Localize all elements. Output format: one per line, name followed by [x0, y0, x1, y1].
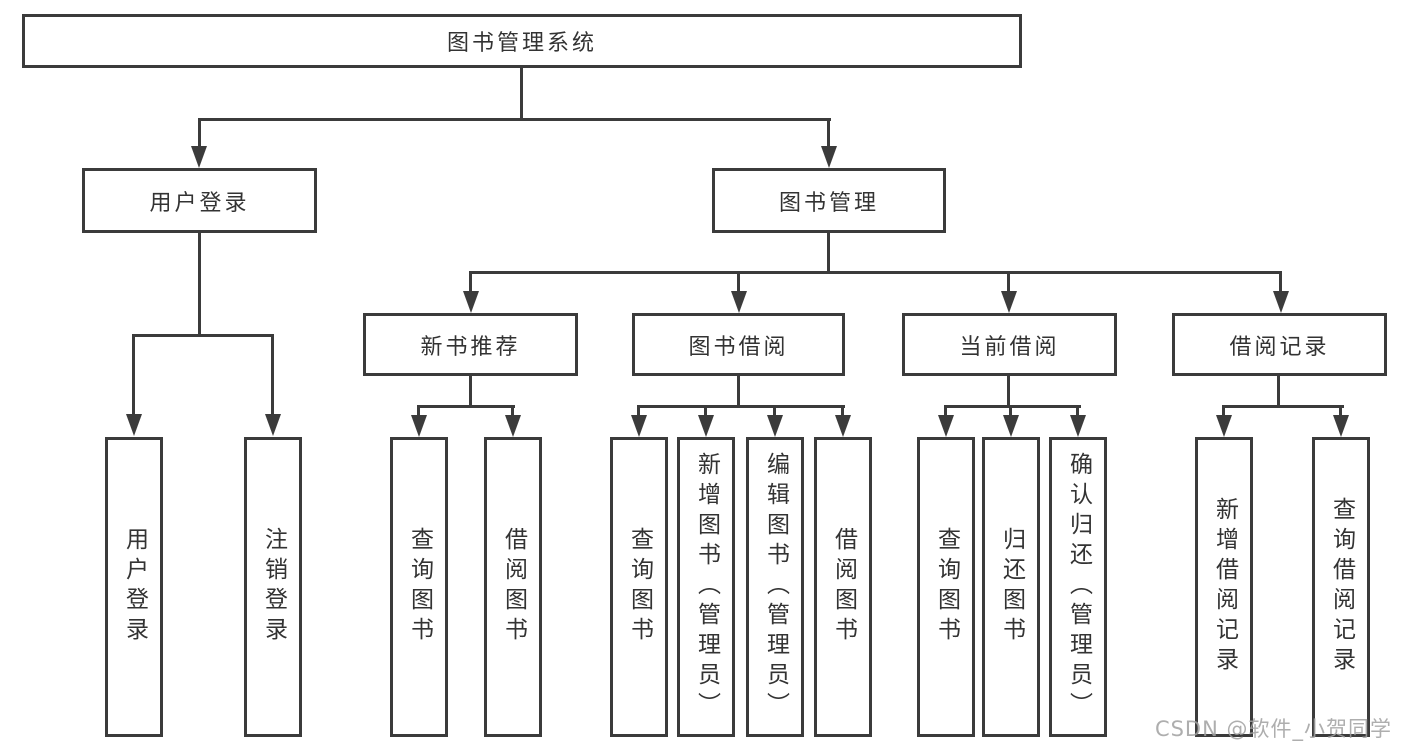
connector-line: [198, 118, 831, 121]
connector-line: [511, 405, 514, 417]
arrow-down-icon: [835, 415, 851, 437]
connector-line: [773, 405, 776, 417]
connector-line: [132, 334, 135, 416]
arrow-down-icon: [631, 415, 647, 437]
connector-line: [737, 271, 740, 293]
connector-line: [417, 405, 420, 417]
connector-line: [827, 233, 830, 273]
connector-line: [1277, 376, 1280, 407]
arrow-down-icon: [191, 146, 207, 168]
arrow-down-icon: [1333, 415, 1349, 437]
arrow-down-icon: [1070, 415, 1086, 437]
leaf-query-books-under-borrowing: 查询图书: [610, 437, 668, 737]
connector-line: [1007, 376, 1010, 407]
connector-line: [469, 271, 472, 293]
arrow-down-icon: [1001, 291, 1017, 313]
leaf-borrow-books-under-borrowing: 借阅图书: [814, 437, 872, 737]
node-new-book-recommendation: 新书推荐: [363, 313, 578, 376]
connector-line: [944, 405, 947, 417]
connector-line: [841, 405, 844, 417]
leaf-add-borrow-record: 新增借阅记录: [1195, 437, 1253, 737]
connector-line: [469, 376, 472, 407]
watermark: CSDN @软件_小贺同学: [1154, 717, 1392, 741]
arrow-down-icon: [938, 415, 954, 437]
leaf-query-borrow-record: 查询借阅记录: [1312, 437, 1370, 737]
leaf-add-book-admin: 新增图书（管理员）: [677, 437, 735, 737]
connector-line: [1009, 405, 1012, 417]
arrow-down-icon: [1003, 415, 1019, 437]
connector-line: [637, 405, 640, 417]
arrow-down-icon: [1273, 291, 1289, 313]
leaf-logout: 注销登录: [244, 437, 302, 737]
leaf-edit-book-admin: 编辑图书（管理员）: [746, 437, 804, 737]
node-user-login: 用户登录: [82, 168, 317, 233]
connector-line: [520, 68, 523, 118]
arrow-down-icon: [731, 291, 747, 313]
arrow-down-icon: [698, 415, 714, 437]
connector-line: [198, 118, 201, 148]
leaf-user-login: 用户登录: [105, 437, 163, 737]
connector-line: [1076, 405, 1079, 417]
node-current-borrowing: 当前借阅: [902, 313, 1117, 376]
connector-line: [1339, 405, 1342, 417]
connector-line: [132, 334, 274, 337]
arrow-down-icon: [265, 414, 281, 436]
arrow-down-icon: [821, 146, 837, 168]
connector-line: [944, 405, 1081, 408]
leaf-confirm-return-admin: 确认归还（管理员）: [1049, 437, 1107, 737]
arrow-down-icon: [463, 291, 479, 313]
connector-line: [198, 233, 201, 336]
node-borrowing-records: 借阅记录: [1172, 313, 1387, 376]
leaf-query-books-under-newbook: 查询图书: [390, 437, 448, 737]
connector-line: [417, 405, 515, 408]
arrow-down-icon: [767, 415, 783, 437]
arrow-down-icon: [411, 415, 427, 437]
arrow-down-icon: [1216, 415, 1232, 437]
node-library-management-system: 图书管理系统: [22, 14, 1022, 68]
arrow-down-icon: [126, 414, 142, 436]
connector-line: [1007, 271, 1010, 293]
connector-line: [704, 405, 707, 417]
connector-line: [827, 118, 830, 148]
node-book-management: 图书管理: [712, 168, 946, 233]
leaf-borrow-books-under-newbook: 借阅图书: [484, 437, 542, 737]
node-book-borrowing: 图书借阅: [632, 313, 845, 376]
leaf-return-books: 归还图书: [982, 437, 1040, 737]
connector-line: [637, 405, 845, 408]
connector-line: [1279, 271, 1282, 293]
connector-line: [469, 271, 1282, 274]
arrow-down-icon: [505, 415, 521, 437]
connector-line: [737, 376, 740, 407]
leaf-query-books-under-current: 查询图书: [917, 437, 975, 737]
connector-line: [271, 334, 274, 416]
connector-line: [1222, 405, 1344, 408]
connector-line: [1222, 405, 1225, 417]
